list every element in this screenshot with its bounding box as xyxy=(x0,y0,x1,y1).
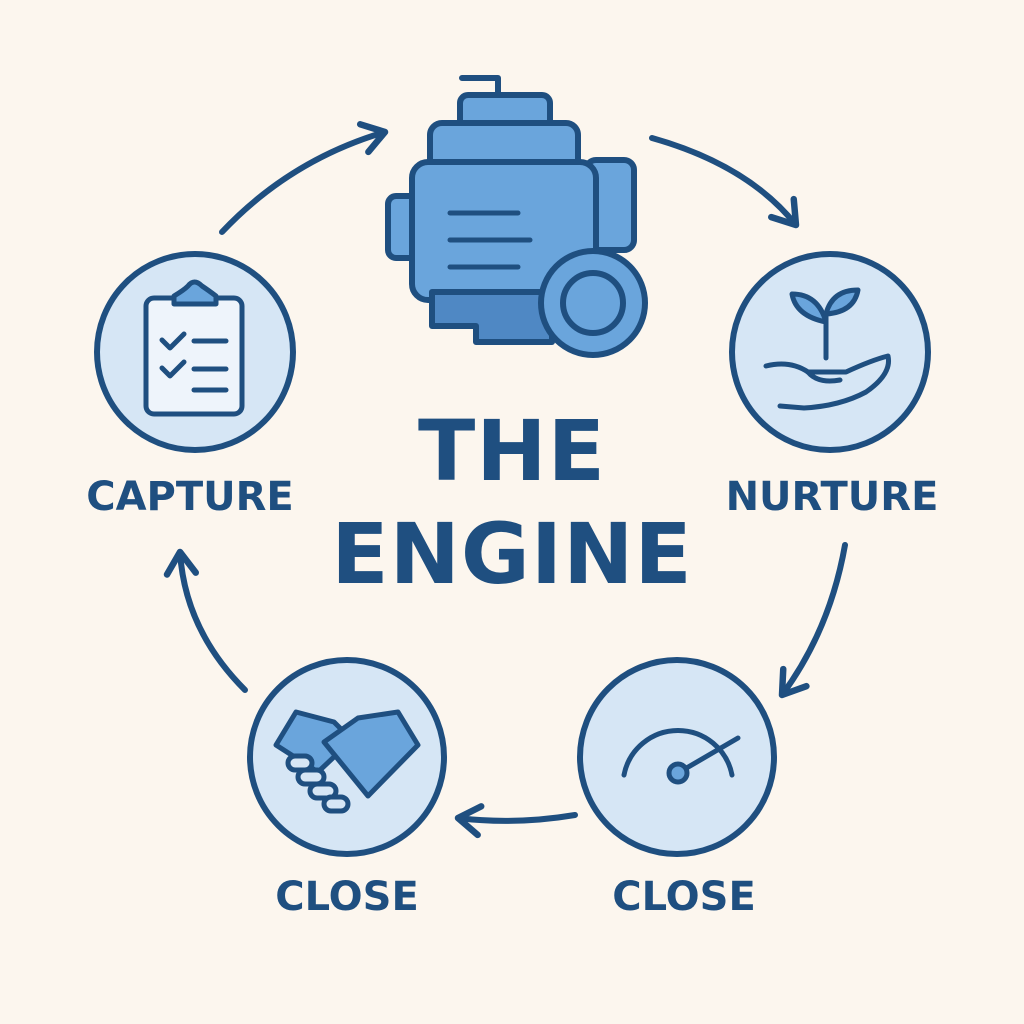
hand-sprout-icon xyxy=(763,287,892,411)
step-capture xyxy=(94,251,296,453)
arrow-close-to-close xyxy=(454,803,578,839)
step-label-close-gauge: CLOSE xyxy=(612,874,756,920)
arrow-capture-to-engine xyxy=(219,121,389,235)
handshake-icon xyxy=(273,709,421,814)
diagram-title-line2: ENGINE xyxy=(331,505,693,603)
step-close-handshake xyxy=(247,657,447,857)
arrow-close-to-capture xyxy=(163,548,248,693)
arrow-nurture-to-close xyxy=(778,542,848,699)
engine-icon xyxy=(385,75,648,358)
clipboard-checklist-icon xyxy=(143,279,245,417)
step-label-close-handshake: CLOSE xyxy=(275,874,419,920)
step-close-gauge xyxy=(577,657,777,857)
diagram-title-line1: THE xyxy=(418,402,606,500)
step-label-nurture: NURTURE xyxy=(726,474,939,520)
arrow-engine-to-nurture xyxy=(649,135,800,229)
step-label-capture: CAPTURE xyxy=(86,474,294,520)
step-nurture xyxy=(729,251,931,453)
gauge-icon xyxy=(621,728,741,785)
